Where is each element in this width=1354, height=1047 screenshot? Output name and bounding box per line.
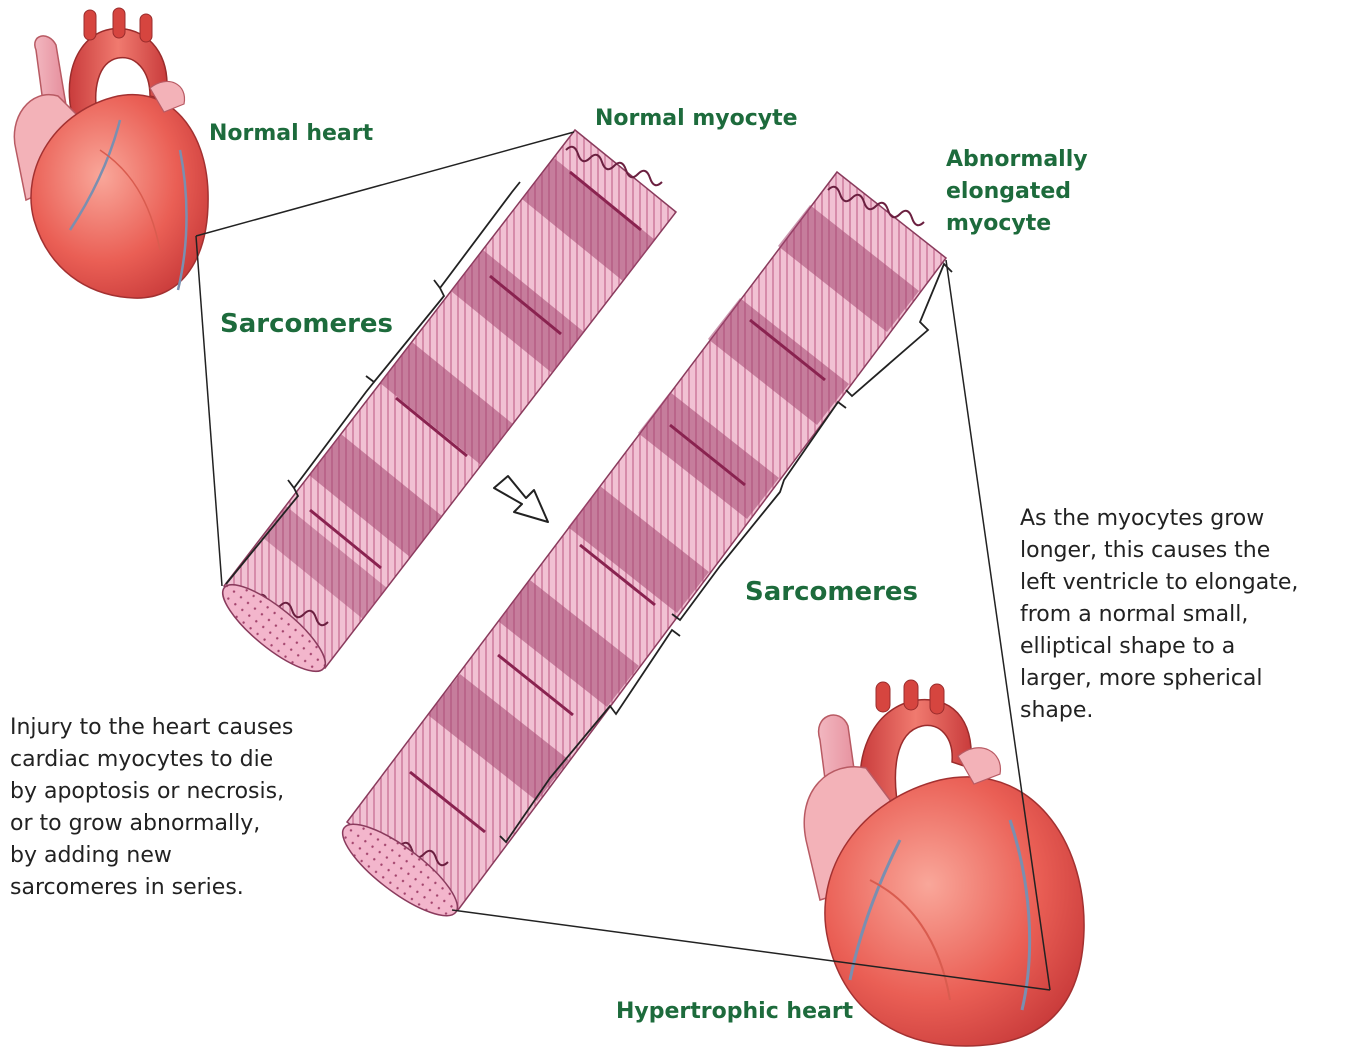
elongation-caption: As the myocytes grow longer, this causes… bbox=[1020, 503, 1298, 727]
hypertrophic-heart-illustration bbox=[804, 680, 1084, 1046]
elongation-caption-line: left ventricle to elongate, bbox=[1020, 567, 1298, 599]
normal-myocyte-label: Normal myocyte bbox=[595, 103, 798, 135]
elongation-caption-line: shape. bbox=[1020, 695, 1298, 727]
elongation-caption-line: As the myocytes grow bbox=[1020, 503, 1298, 535]
normal-heart-label: Normal heart bbox=[209, 118, 373, 150]
normal-heart-illustration bbox=[14, 8, 208, 298]
injury-caption-line: cardiac myocytes to die bbox=[10, 744, 293, 776]
elongation-caption-line: elliptical shape to a bbox=[1020, 631, 1298, 663]
abnormal-myocyte-label-line: Abnormally bbox=[946, 144, 1088, 176]
elongation-caption-line: larger, more spherical bbox=[1020, 663, 1298, 695]
injury-caption-line: by apoptosis or necrosis, bbox=[10, 776, 293, 808]
elongation-caption-line: from a normal small, bbox=[1020, 599, 1298, 631]
sarcomeres-label-right: Sarcomeres bbox=[745, 577, 918, 607]
elongation-caption-line: longer, this causes the bbox=[1020, 535, 1298, 567]
injury-caption-line: or to grow abnormally, bbox=[10, 808, 293, 840]
arrow-down-right-icon bbox=[494, 476, 548, 522]
injury-caption-line: sarcomeres in series. bbox=[10, 872, 293, 904]
abnormal-myocyte-label-line: myocyte bbox=[946, 208, 1088, 240]
injury-caption: Injury to the heart causes cardiac myocy… bbox=[10, 712, 293, 904]
sarcomeres-label-left: Sarcomeres bbox=[220, 309, 393, 339]
abnormal-myocyte-label-line: elongated bbox=[946, 176, 1088, 208]
injury-caption-line: Injury to the heart causes bbox=[10, 712, 293, 744]
abnormal-myocyte-label: Abnormally elongated myocyte bbox=[946, 144, 1088, 240]
hypertrophic-heart-label: Hypertrophic heart bbox=[616, 996, 853, 1028]
injury-caption-line: by adding new bbox=[10, 840, 293, 872]
